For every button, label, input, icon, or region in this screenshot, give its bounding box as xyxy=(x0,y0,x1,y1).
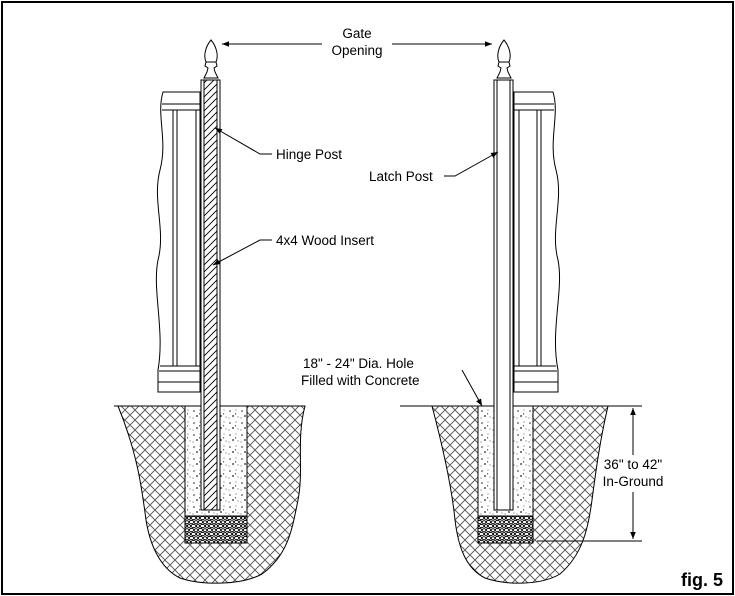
left-soil-section xyxy=(117,405,306,584)
latch-post-leader xyxy=(444,151,499,177)
hole-label-line2: Filled with Concrete xyxy=(301,373,420,388)
hole-leader xyxy=(461,369,483,407)
latch-post-finial-icon xyxy=(494,39,513,81)
hinge-post-label: Hinge Post xyxy=(276,147,342,162)
left-fence-panel xyxy=(155,91,201,393)
hinge-post xyxy=(200,79,221,511)
latch-post xyxy=(493,79,514,511)
wood-insert-leader xyxy=(212,239,272,266)
right-gravel-base xyxy=(477,515,534,544)
hinge-post-leader xyxy=(214,127,272,155)
wood-insert-label: 4x4 Wood Insert xyxy=(276,233,374,248)
gate-opening-label-line1: Gate xyxy=(342,26,371,41)
figure-number: fig. 5 xyxy=(681,570,723,590)
gate-opening-label-line2: Opening xyxy=(331,43,382,58)
hole-label-line1: 18" - 24" Dia. Hole xyxy=(303,356,414,371)
hinge-post-finial-icon xyxy=(201,39,220,81)
right-soil-section xyxy=(431,405,609,584)
right-fence-panel xyxy=(513,91,561,393)
left-gravel-base xyxy=(184,515,248,544)
latch-post-label: Latch Post xyxy=(369,169,433,184)
in-ground-depth-dimension xyxy=(537,405,642,542)
depth-label-line1: 36" to 42" xyxy=(604,457,663,472)
depth-label-line2: In-Ground xyxy=(603,474,664,489)
